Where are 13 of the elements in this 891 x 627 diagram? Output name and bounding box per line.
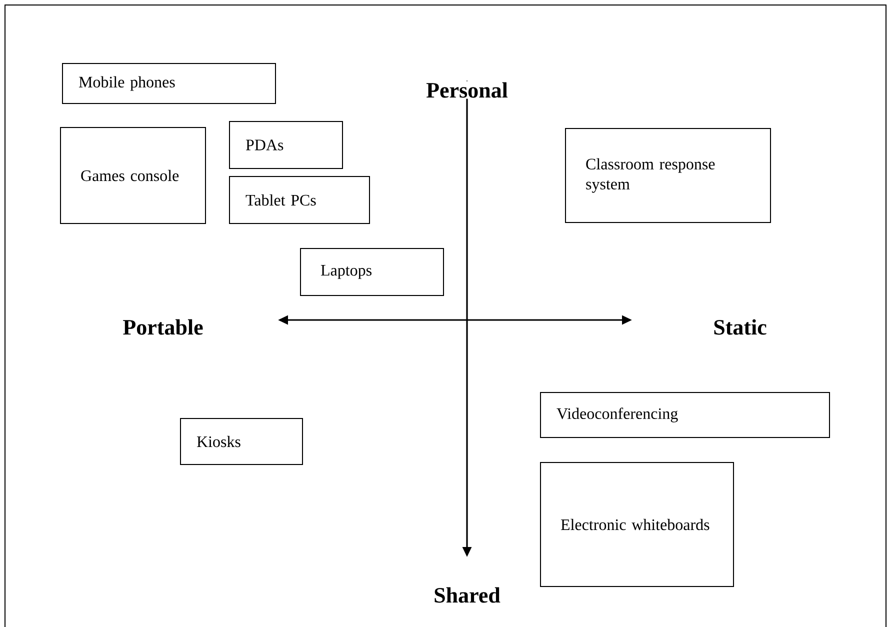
- device-box: Mobile phones: [62, 63, 276, 104]
- axis-label: Personal: [425, 81, 509, 99]
- device-box: Classroom response system: [565, 128, 771, 223]
- device-box: Videoconferencing: [540, 392, 830, 438]
- axis-label: Portable: [122, 318, 204, 336]
- device-box: Games console: [60, 127, 206, 224]
- device-box: Kiosks: [180, 418, 303, 465]
- device-box: Laptops: [300, 248, 444, 296]
- device-box: PDAs: [229, 121, 343, 169]
- axis-label: Static: [712, 318, 768, 336]
- axis-label: Shared: [432, 586, 502, 604]
- device-box: Electronic whiteboards: [540, 462, 734, 587]
- device-box: Tablet PCs: [229, 176, 370, 224]
